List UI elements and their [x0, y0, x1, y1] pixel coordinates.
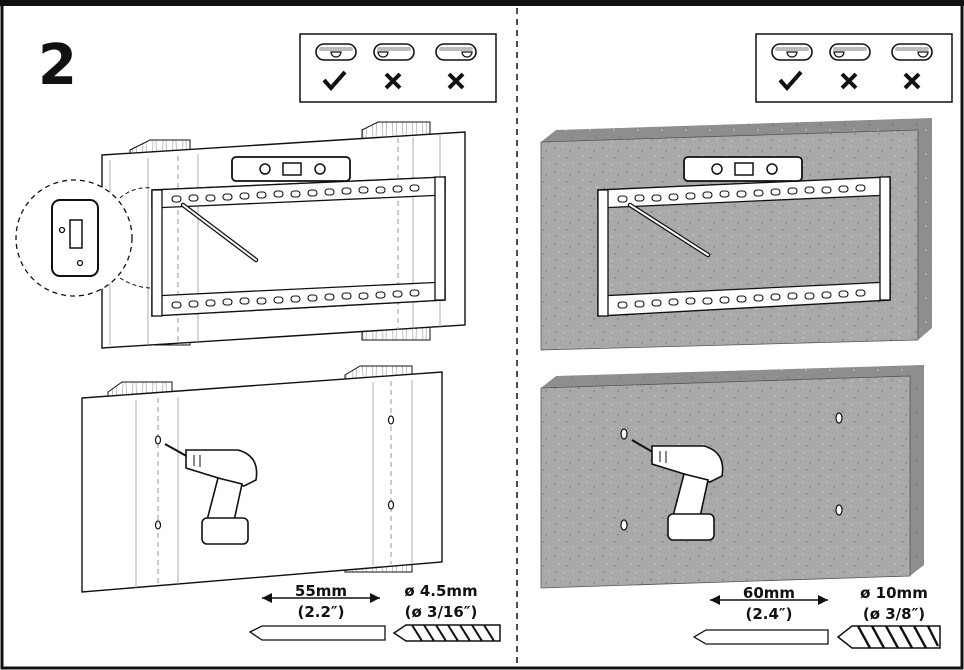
right-panel: 60mm (2.4″) ø 10mm (ø 3/8″)	[540, 33, 953, 649]
wall-plate-detail	[15, 179, 153, 297]
slot-center-icon	[315, 43, 357, 61]
bit-imperial: (ø 3/8″)	[863, 605, 925, 623]
bit-metric: ø 4.5mm	[404, 582, 477, 600]
drill-bit-icon	[392, 624, 501, 642]
drill-bit-spec: ø 10mm (ø 3/8″)	[836, 584, 941, 649]
hole-check-legend	[755, 33, 953, 103]
drill-depth-spec: 55mm (2.2″)	[248, 582, 386, 641]
slot-left-icon	[829, 43, 871, 61]
check-icon	[322, 70, 347, 92]
slot-right-icon	[891, 43, 933, 61]
check-icon	[778, 70, 803, 92]
drill-bit-spec: ø 4.5mm (ø 3/16″)	[392, 582, 501, 642]
step-number: 2	[38, 33, 77, 98]
power-drill-icon	[164, 443, 258, 545]
stud-wall-with-bracket	[101, 121, 466, 349]
cross-icon	[447, 72, 465, 90]
bubble-level-icon	[231, 156, 351, 182]
cross-icon	[840, 72, 858, 90]
left-panel: 55mm (2.2″) ø 4.5mm (ø 3/16″)	[15, 33, 501, 642]
drill-depth-spec: 60mm (2.4″)	[692, 584, 829, 645]
bubble-level-icon	[683, 156, 803, 182]
slot-right-icon	[435, 43, 477, 61]
depth-metric: 55mm	[295, 582, 347, 600]
hole-check-legend	[299, 33, 497, 103]
stud-wall-drilling	[81, 365, 443, 593]
slot-center-icon	[771, 43, 813, 61]
drill-depth-bar	[692, 629, 829, 645]
slot-left-icon	[373, 43, 415, 61]
depth-imperial: (2.2″)	[298, 603, 345, 621]
depth-imperial: (2.4″)	[746, 605, 793, 623]
cross-icon	[903, 72, 921, 90]
cross-icon	[384, 72, 402, 90]
drill-depth-bar	[248, 625, 386, 641]
drill-bit-icon	[836, 625, 941, 649]
bit-imperial: (ø 3/16″)	[405, 603, 478, 621]
concrete-wall-drilling	[540, 365, 924, 589]
concrete-wall-with-bracket	[540, 118, 932, 351]
bit-metric: ø 10mm	[860, 584, 928, 602]
power-drill-icon	[631, 439, 724, 541]
depth-metric: 60mm	[743, 584, 795, 602]
